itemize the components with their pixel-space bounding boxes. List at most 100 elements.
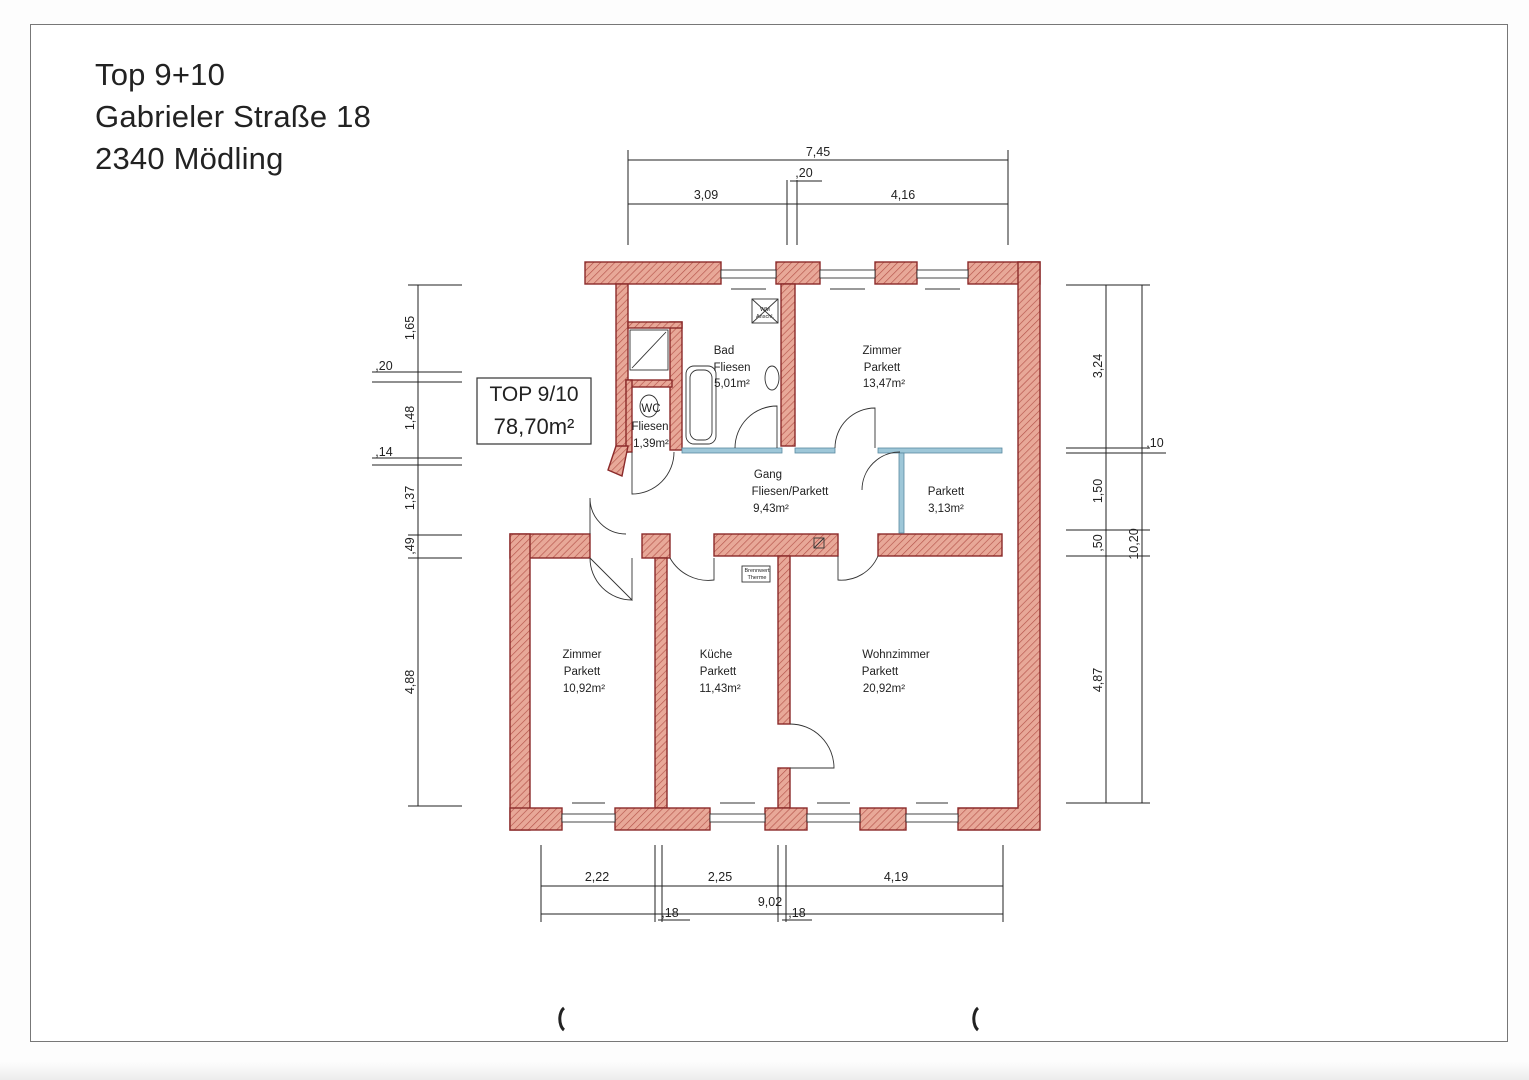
punch-hole-right — [972, 1006, 980, 1032]
wall-wc-left — [625, 379, 633, 453]
partition-bath-gang — [681, 447, 783, 454]
wall-bottom-4 — [859, 807, 907, 831]
page-edge-shadow — [0, 1062, 1529, 1080]
kueche-floor: Parkett — [700, 666, 737, 678]
bad-area: 5,01m² — [714, 378, 750, 390]
title-city: 2340 Mödling — [95, 141, 284, 176]
wall-left-lower — [509, 533, 531, 831]
zimmer-sw-area: 10,92m² — [563, 683, 605, 695]
dim-right-4: ,50 — [1091, 534, 1105, 551]
dim-left-1: 1,65 — [403, 316, 417, 340]
wall-bottom-2 — [614, 807, 711, 831]
wohnzimmer-area: 20,92m² — [863, 683, 905, 695]
wall-wc-angle — [607, 445, 629, 477]
dim-bottom-2: 2,25 — [708, 870, 732, 884]
wc-name: WC — [641, 403, 660, 415]
wc-area: 1,39m² — [633, 438, 669, 450]
partition-zimmer-gang-1 — [794, 447, 836, 454]
wall-wc-top — [625, 379, 673, 388]
dim-top-right: 4,16 — [891, 188, 915, 202]
zimmer-ne-floor: Parkett — [864, 362, 901, 374]
doors — [589, 405, 901, 769]
window-bottom-2 — [709, 813, 766, 823]
windows — [561, 269, 969, 823]
dimensions-left: 1,65 ,20 1,48 ,14 1,37 ,49 4,88 — [372, 284, 462, 807]
dim-right-2: ,10 — [1146, 436, 1163, 450]
zimmer-ne-name: Zimmer — [863, 345, 902, 357]
dim-right-3: 1,50 — [1091, 479, 1105, 503]
wall-bottom-3 — [764, 807, 808, 831]
dim-right-total: 10,20 — [1127, 528, 1141, 559]
unit-label-box — [476, 377, 592, 445]
drawing-frame — [30, 24, 1508, 1042]
wall-mid-4 — [877, 533, 1003, 557]
wm-label-2: Anschl. — [756, 314, 775, 320]
title-street: Gabrieler Straße 18 — [95, 99, 372, 134]
punch-hole-left — [558, 1006, 566, 1032]
dim-left-6: ,49 — [403, 537, 417, 554]
shower-tray — [629, 329, 669, 371]
wall-top-3 — [874, 261, 918, 285]
dim-right-1: 3,24 — [1091, 354, 1105, 378]
sink — [764, 365, 780, 391]
zimmer-ne-area: 13,47m² — [863, 378, 905, 390]
dimensions-right: 3,24 ,10 1,50 ,50 10,20 4,87 — [1066, 284, 1166, 804]
dim-top-gap: ,20 — [795, 166, 812, 180]
wall-kw-upper — [777, 555, 791, 725]
wohnzimmer-floor: Parkett — [862, 666, 899, 678]
wc-floor: Fliesen — [631, 421, 668, 433]
boiler-box — [813, 537, 825, 549]
gang-area: 9,43m² — [753, 503, 789, 515]
toilet — [639, 394, 659, 418]
bad-name: Bad — [714, 345, 734, 357]
dim-top-total: 7,45 — [806, 145, 830, 159]
wall-right — [957, 261, 1041, 831]
washer-box — [751, 298, 779, 324]
abstell-area: 3,13m² — [928, 503, 964, 515]
dim-top-left: 3,09 — [694, 188, 718, 202]
unit-area: 78,70m² — [494, 414, 575, 439]
wall-mid-2 — [641, 533, 671, 559]
bad-floor: Fliesen — [713, 362, 750, 374]
partition-zimmer-abstell — [877, 447, 1003, 454]
wall-shower-top — [627, 321, 683, 329]
window-bottom-4 — [905, 813, 959, 823]
therme-label: Brennwert — [744, 568, 770, 574]
wall-bath-right — [780, 283, 796, 447]
wall-mid-3 — [713, 533, 839, 557]
dim-left-7: 4,88 — [403, 670, 417, 694]
wall-top-1 — [584, 261, 722, 285]
dim-left-4: ,14 — [375, 445, 392, 459]
window-top-3 — [916, 269, 969, 279]
partition-abstell-left — [898, 452, 905, 534]
dim-bottom-total: 9,02 — [758, 895, 782, 909]
window-bottom-1 — [561, 813, 616, 823]
wall-kw-lower — [777, 767, 791, 809]
wall-zk — [654, 557, 668, 809]
room-labels: Bad Fliesen 5,01m² WC Fliesen 1,39m² Zim… — [563, 307, 966, 695]
therme-label-2: Therme — [748, 575, 767, 581]
dimensions-top: 7,45 ,20 3,09 4,16 — [627, 145, 1009, 245]
dim-left-5: 1,37 — [403, 486, 417, 510]
window-top-2 — [819, 269, 876, 279]
dim-left-3: 1,48 — [403, 406, 417, 430]
dim-left-2: ,20 — [375, 359, 392, 373]
kueche-name: Küche — [700, 649, 733, 661]
unit-name: TOP 9/10 — [489, 383, 578, 406]
gang-floor: Fliesen/Parkett — [752, 486, 830, 498]
title-unit: Top 9+10 — [95, 57, 226, 92]
walls — [509, 261, 1041, 831]
dim-bottom-gap2: ,18 — [788, 906, 805, 920]
dimensions-bottom: 2,22 2,25 4,19 9,02 ,18 ,18 — [540, 845, 1004, 922]
gang-name: Gang — [754, 469, 782, 481]
dim-bottom-1: 2,22 — [585, 870, 609, 884]
abstell-floor: Parkett — [928, 486, 965, 498]
wm-label: WM — [760, 307, 770, 313]
zimmer-sw-floor: Parkett — [564, 666, 601, 678]
wall-top-2 — [775, 261, 821, 285]
wall-bottom-1 — [509, 807, 563, 831]
fixtures — [629, 298, 825, 583]
bathtub — [685, 365, 717, 445]
window-bottom-3 — [806, 813, 861, 823]
